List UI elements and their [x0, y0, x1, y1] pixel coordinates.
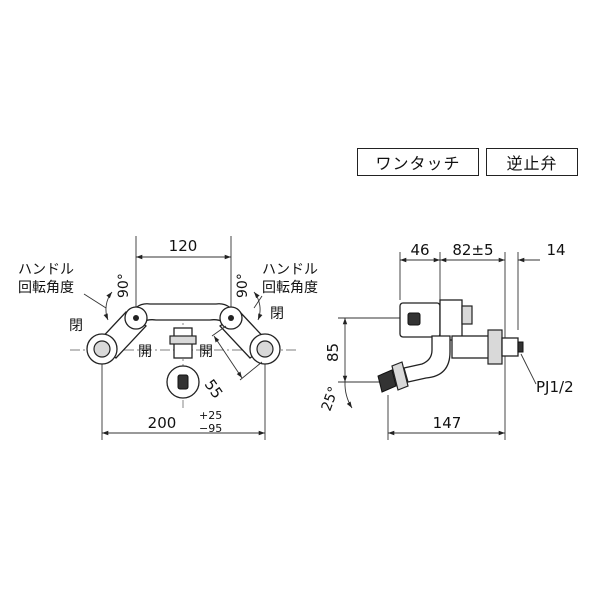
left-angle-label: 90° [116, 273, 132, 298]
tol-minus-label: −95 [199, 422, 222, 435]
left-pivot-dot [133, 315, 139, 321]
dim-120-label: 120 [169, 237, 198, 255]
check-valve-tag: 逆止弁 [486, 148, 578, 176]
close-right-label: 閉 [270, 306, 284, 322]
wall-thread [517, 341, 524, 353]
right-union-inner [256, 340, 274, 358]
dim-14-label: 14 [546, 241, 565, 259]
onetouch-tag-label: ワンタッチ [375, 154, 461, 173]
angle-25-label: 25° [319, 385, 343, 414]
check-valve-tag-label: 逆止弁 [506, 154, 558, 173]
elbow-spout [403, 335, 451, 383]
right-pivot-dot [228, 315, 234, 321]
lower-pipe [451, 335, 493, 359]
left-union-inner [93, 340, 111, 358]
right-angle-arc [253, 291, 263, 321]
left-handle-leader [83, 293, 107, 309]
handle-window [407, 312, 421, 326]
close-left-label: 閉 [69, 318, 83, 334]
right-handle-label-line1: ハンドル [262, 262, 318, 278]
onetouch-connector [461, 305, 473, 325]
dim-147-label: 147 [433, 414, 462, 432]
left-handle-label-line1: ハンドル [18, 262, 74, 278]
dim-200-label: 200 [148, 414, 177, 432]
check-valve-housing [487, 329, 503, 365]
dim-line-55 [213, 335, 243, 379]
spout-outlet-side [377, 369, 397, 393]
dim-55-label: 55 [201, 376, 227, 402]
ext-line-55-top [211, 325, 227, 337]
left-angle-arc [103, 291, 113, 321]
ext-line-55-bottom [239, 361, 263, 381]
angle-25-arc [344, 381, 353, 409]
valve-body [439, 299, 463, 341]
dim-46-label: 46 [410, 241, 429, 259]
onetouch-tag: ワンタッチ [357, 148, 479, 176]
right-handle-leader [253, 295, 263, 309]
right-angle-label: 90° [235, 273, 251, 298]
thread-leader [520, 353, 537, 385]
open-right-label: 開 [199, 344, 213, 360]
open-left-label: 開 [138, 344, 152, 360]
outlet-core [177, 374, 189, 390]
wall-nut [501, 337, 519, 357]
spout-nut [169, 335, 197, 345]
thread-label: PJ1/2 [536, 378, 574, 396]
side-view: 46 82±5 14 85 25° 147 PJ1/2 [319, 241, 574, 440]
right-handle-label-line2: 回転角度 [262, 280, 318, 296]
dim-85-label: 85 [324, 343, 342, 362]
front-view: 120 200 +25 −95 90° [18, 236, 318, 440]
dim-82-label: 82±5 [452, 241, 493, 259]
left-handle-label-line2: 回転角度 [18, 280, 74, 296]
spout-nut-side [391, 361, 409, 391]
tol-plus-label: +25 [199, 409, 222, 422]
